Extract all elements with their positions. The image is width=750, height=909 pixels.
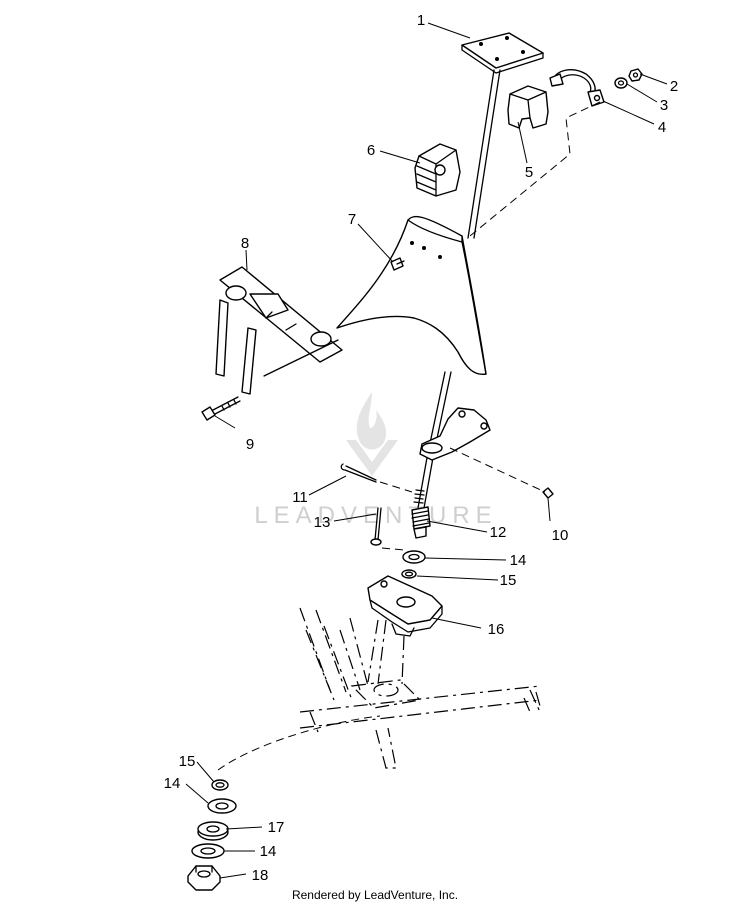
callout-4: 4 xyxy=(658,119,666,136)
callout-11: 11 xyxy=(292,489,308,506)
clevis-pin xyxy=(370,507,382,546)
lower-flat-washer-bottom xyxy=(191,843,225,859)
callout-14-lower-b: 14 xyxy=(260,843,277,860)
callout-6: 6 xyxy=(367,142,375,159)
bushing xyxy=(507,85,549,129)
callout-2: 2 xyxy=(670,78,678,95)
callout-12: 12 xyxy=(490,524,507,541)
clip xyxy=(542,487,554,499)
callout-15-lower: 15 xyxy=(179,753,196,770)
flat-washer xyxy=(402,550,426,564)
castle-nut xyxy=(187,865,221,891)
callout-15-upper: 15 xyxy=(500,572,517,589)
callout-3: 3 xyxy=(660,97,668,114)
callout-18: 18 xyxy=(252,867,269,884)
callouts: 1 2 3 4 5 6 7 8 9 10 11 12 13 14 15 16 1… xyxy=(164,12,679,884)
callout-10: 10 xyxy=(552,527,569,544)
steering-post xyxy=(413,32,544,509)
screw xyxy=(390,257,405,271)
callout-16: 16 xyxy=(488,621,505,638)
callout-17: 17 xyxy=(268,819,285,836)
spring xyxy=(411,506,431,539)
callout-14-lower-a: 14 xyxy=(164,775,181,792)
callout-14-upper: 14 xyxy=(510,552,527,569)
column-support xyxy=(414,143,461,197)
clamp xyxy=(549,69,605,107)
lower-flat-washer-top xyxy=(207,798,237,814)
footer-credit: Rendered by LeadVenture, Inc. xyxy=(291,888,459,902)
watermark: LEADVENTURE xyxy=(254,392,497,529)
callout-1: 1 xyxy=(417,12,425,29)
cotter-pin xyxy=(340,463,377,483)
dash-bracket xyxy=(215,266,343,395)
callout-8: 8 xyxy=(241,235,249,252)
lock-washer xyxy=(614,77,628,89)
bearing xyxy=(197,821,229,841)
assembly-guides xyxy=(217,101,601,771)
tractor-frame xyxy=(299,607,541,769)
callout-13: 13 xyxy=(314,514,331,531)
steering-support-plate xyxy=(419,407,491,461)
callout-5: 5 xyxy=(525,164,533,181)
watermark-text: LEADVENTURE xyxy=(254,502,497,529)
steering-arm xyxy=(367,575,443,637)
bolt xyxy=(201,396,241,421)
leader-lines xyxy=(185,22,668,879)
lower-o-ring xyxy=(211,779,229,791)
callout-7: 7 xyxy=(348,211,356,228)
hex-nut xyxy=(628,68,643,82)
callout-9: 9 xyxy=(246,436,254,453)
dash-panel xyxy=(336,215,487,375)
o-ring xyxy=(401,569,417,579)
